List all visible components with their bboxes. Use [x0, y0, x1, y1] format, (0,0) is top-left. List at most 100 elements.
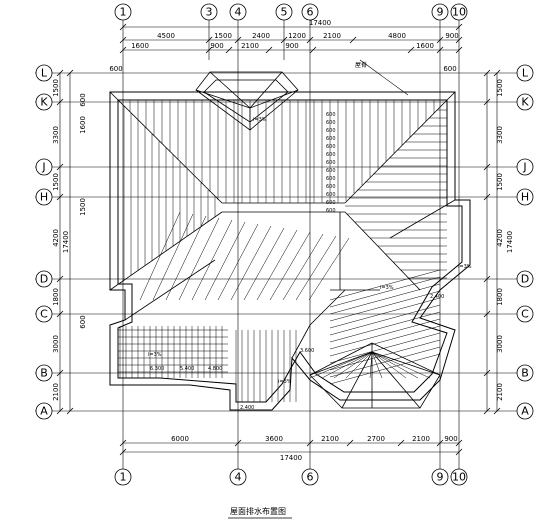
dim-top-6: 4800 — [388, 32, 406, 40]
ridge-dim-10: 600 — [326, 184, 336, 190]
hatch-line — [165, 215, 207, 301]
ridge-dim-8: 600 — [326, 168, 336, 174]
hatch-line — [333, 351, 373, 379]
dim-top-total: 17400 — [309, 19, 331, 27]
hatch-line — [345, 351, 373, 379]
hatch-line — [371, 351, 431, 379]
hatch-line — [295, 235, 337, 301]
dim-left-inner-2: 1600 — [79, 116, 87, 134]
dim-bottom-1: 6000 — [171, 435, 189, 443]
axis-label-bottom-9: 9 — [437, 471, 444, 484]
dim-top2-4: 900 — [285, 42, 298, 50]
axis-label-right-D: D — [521, 273, 529, 286]
axis-bubble-top-9 — [431, 3, 449, 21]
ridge-dim-3: 600 — [326, 128, 336, 134]
ridge-callout: 屋脊 — [355, 61, 367, 69]
axis-label-right-C: C — [521, 308, 529, 321]
hatch-line — [371, 351, 419, 379]
dim-left-3: 1500 — [52, 173, 60, 191]
dim-left-6: 3000 — [52, 335, 60, 353]
hatch-line — [329, 283, 441, 315]
dim-right-total: 17400 — [506, 231, 514, 253]
hatch-line — [357, 351, 373, 379]
axis-label-left-L: L — [41, 67, 48, 80]
dim-top2-5: 1600 — [416, 42, 434, 50]
inner-value-b3: 4.800 — [208, 366, 222, 372]
slope-label-3: i=3% — [148, 352, 162, 358]
hatch-line — [329, 332, 441, 364]
axis-bubble-right-J — [516, 158, 534, 176]
axis-label-left-C: C — [40, 308, 48, 321]
dim-left-7: 2100 — [52, 383, 60, 401]
slope-label-2: i=3% — [380, 285, 394, 291]
inner-value-b5: 2.400 — [430, 294, 444, 300]
hatch-line — [178, 217, 220, 301]
axis-label-top-4: 4 — [235, 6, 242, 19]
dim-top-3: 2400 — [252, 32, 270, 40]
axis-bubble-left-L — [35, 64, 53, 82]
axis-label-top-10: 10 — [452, 6, 466, 19]
hatch-line — [191, 219, 233, 301]
inner-value-b2: 5.400 — [180, 366, 194, 372]
axis-label-top-6: 6 — [307, 6, 314, 19]
dim-top-inner-1: 600 — [109, 65, 122, 73]
ridge-dim-2: 600 — [326, 120, 336, 126]
hatch-line — [329, 325, 441, 357]
dimension-lines — [59, 26, 498, 453]
axis-bubble-right-A — [516, 402, 534, 420]
dim-top-5: 2100 — [323, 32, 341, 40]
hip-lines — [109, 91, 456, 359]
hatch-line — [329, 353, 441, 385]
dim-right-7: 2100 — [496, 383, 504, 401]
hatch-line — [329, 276, 441, 308]
dim-right-4: 4200 — [496, 229, 504, 247]
hatch-line — [308, 237, 350, 301]
axis-label-top-9: 9 — [437, 6, 444, 19]
slope-label-5: i=3% — [458, 264, 472, 270]
dim-top2-3: 2100 — [241, 42, 259, 50]
hatch-line — [321, 351, 373, 379]
dim-top2-2: 900 — [210, 42, 223, 50]
hatch-line — [371, 351, 395, 379]
axis-label-right-H: H — [521, 191, 529, 204]
axis-bubble-bottom-4 — [229, 468, 247, 486]
axis-bubble-left-C — [35, 305, 53, 323]
dim-left-inner-3: 1500 — [79, 198, 87, 216]
slope-label-1: i=3% — [253, 117, 267, 123]
dim-left-1: 1500 — [52, 79, 60, 97]
axis-bubble-left-A — [35, 402, 53, 420]
dim-bottom-6: 900 — [444, 435, 457, 443]
hatch-line — [329, 269, 441, 301]
dim-bottom-4: 2700 — [367, 435, 385, 443]
ridge-dim-7: 600 — [326, 160, 336, 166]
top-bay — [195, 71, 299, 131]
axis-bubble-top-6 — [301, 3, 319, 21]
inner-value-b1: 6.300 — [150, 366, 164, 372]
hatch-line — [230, 225, 272, 301]
axis-bubble-top-10 — [450, 3, 468, 21]
axis-label-top-3: 3 — [206, 6, 213, 19]
dim-bottom-2: 3600 — [265, 435, 283, 443]
drawing-title: 屋面排水布置图 — [230, 506, 286, 516]
axis-bubble-left-H — [35, 188, 53, 206]
dim-top-7: 900 — [445, 32, 458, 40]
hatch-line — [371, 351, 383, 379]
hatch-line — [217, 223, 259, 301]
dim-left-4: 4200 — [52, 229, 60, 247]
axis-label-right-J: J — [522, 161, 526, 174]
ridge-dim-11: 600 — [326, 192, 336, 198]
dim-right-6: 3000 — [496, 335, 504, 353]
slope-label-4: i=3% — [278, 379, 292, 385]
hatch-line — [369, 351, 373, 379]
axis-bubble-right-D — [516, 270, 534, 288]
axis-bubbles — [35, 3, 534, 486]
ridge-dim-9: 600 — [326, 176, 336, 182]
axis-bubble-right-C — [516, 305, 534, 323]
axis-label-top-1: 1 — [120, 6, 127, 19]
axis-bubble-bottom-1 — [114, 468, 132, 486]
inner-value-b4: 3.600 — [300, 348, 314, 354]
hatch-line — [329, 339, 441, 371]
ridge-dim-6: 600 — [326, 152, 336, 158]
